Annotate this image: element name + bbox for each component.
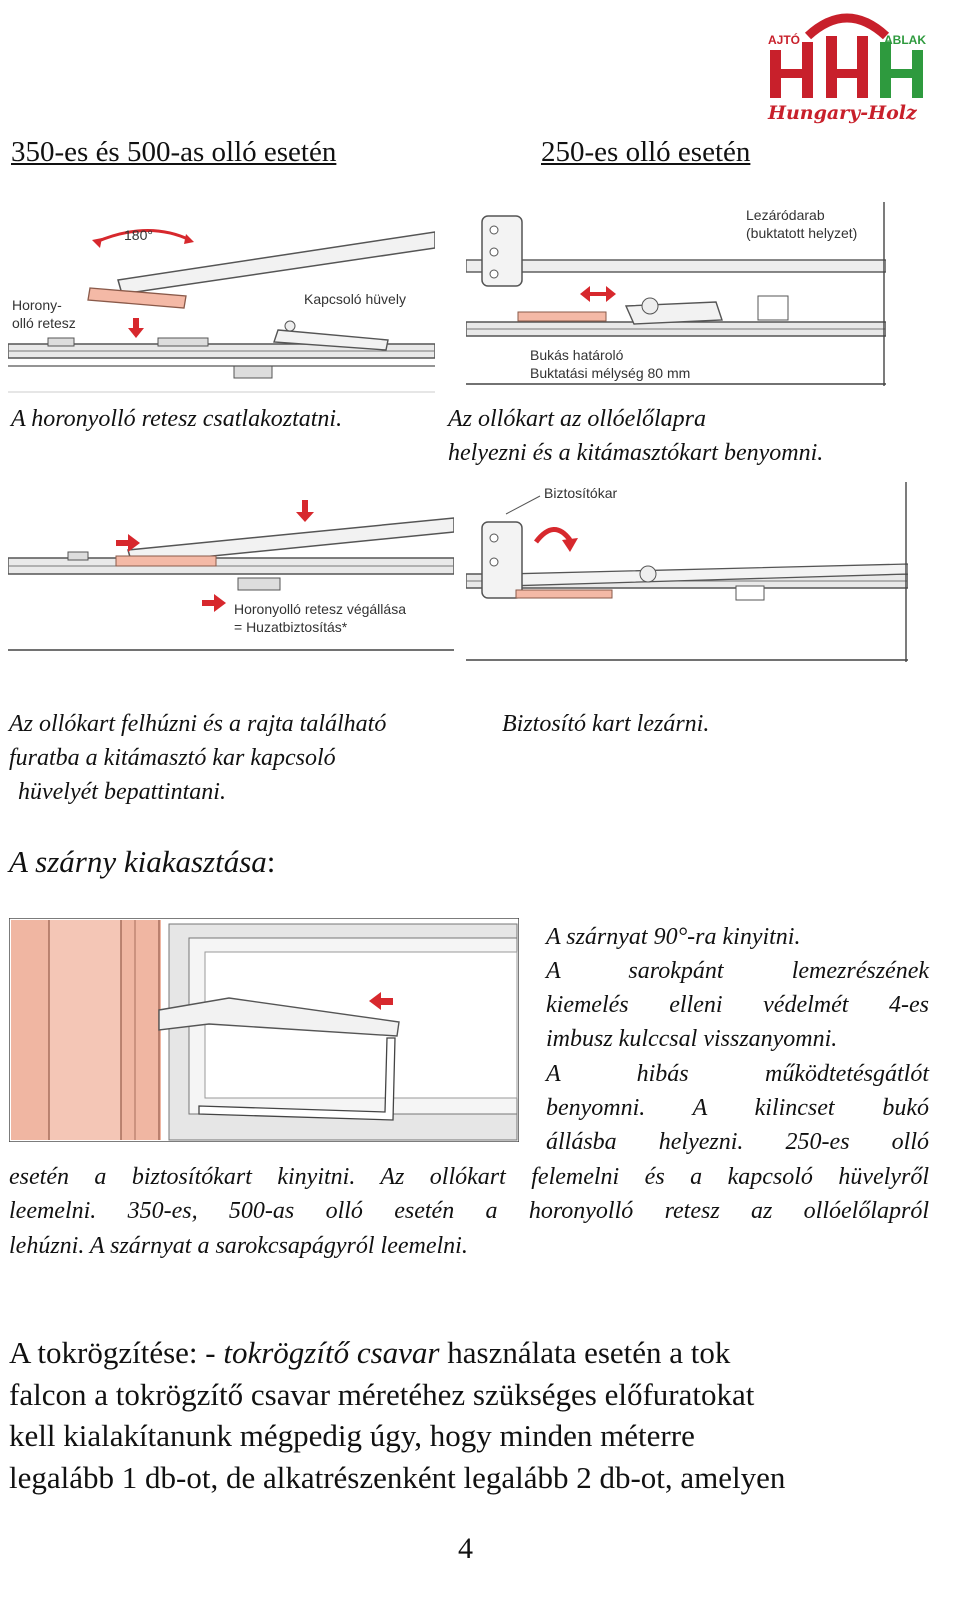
caption-felhuzni-line2: furatba a kitámasztó kar kapcsoló (9, 745, 336, 771)
logo-right-word: ABLAK (884, 33, 926, 47)
caption-retesz-text: A horonyolló retesz csatlakoztatni. (11, 406, 343, 432)
section-title-colon: : (266, 844, 276, 879)
caption-ollokart-line1: Az ollókart az ollóelőlapra (448, 406, 706, 432)
bottom-line-4: legalább 1 db-ot, de alkatrészenként leg… (9, 1460, 786, 1495)
bottom-line-1-c: használata esetén a tok (439, 1335, 731, 1370)
instruction-line-9: leemelni. 350-es, 500-as olló esetén a h… (9, 1198, 929, 1224)
caption-felhuzni-line3: hüvelyét bepattintani. (18, 779, 226, 805)
bottom-line-1-a: A tokrögzítése: - (9, 1335, 224, 1370)
figure-huzatbiztositas: Horonyolló retesz végállása= Huzatbiztos… (8, 486, 454, 652)
caption-felhuzni-line1: Az ollókart felhúzni és a rajta találhat… (9, 711, 387, 737)
fig2-label-top: Lezáródarab(buktatott helyzet) (746, 207, 857, 241)
bottom-line-3: kell kialakítanunk mégpedig úgy, hogy mi… (9, 1418, 695, 1453)
figure-biztositokar: Biztosítókar (466, 482, 908, 662)
fig1-label-right: Kapcsoló hüvely (304, 291, 406, 307)
instruction-line-10: lehúzni. A szárnyat a sarokcsapágyról le… (9, 1233, 468, 1259)
fig4-label: Biztosítókar (544, 485, 617, 501)
instruction-line-7: állásba helyezni. 250-es olló (546, 1129, 929, 1155)
instruction-line-4: imbusz kulccsal visszanyomni. (546, 1026, 838, 1052)
fig1-label-left: Horony-olló retesz (12, 297, 76, 331)
caption-ollokart-line2: helyezni és a kitámasztókart benyomni. (448, 440, 824, 466)
section-title-text: A szárny kiakasztása (9, 844, 267, 879)
instruction-line-2: A sarokpánt lemezrészének (546, 958, 929, 984)
fig3-label: Horonyolló retesz végállása= Huzatbiztos… (234, 601, 406, 635)
instruction-line-3: kiemelés elleni védelmét 4-es (546, 992, 929, 1018)
instruction-line-6: benyomni. A kilincset bukó (546, 1095, 929, 1121)
logo-left-word: AJTÓ (768, 32, 800, 47)
logo-brand-text: Hungary-Holz (767, 102, 918, 124)
figure-horonyollo-retesz: 180° Horony-olló retesz Kapcsoló hüvely (8, 214, 435, 394)
section-title: A szárny kiakasztása: (9, 844, 275, 880)
bottom-line-1-b: tokrögzítő csavar (223, 1335, 440, 1370)
caption-retesz: A horonyolló retesz csatlakoztatni. (11, 402, 342, 436)
company-logo: AJTÓ ABLAK Hungary-Holz (762, 6, 932, 128)
logo-mark-icon: AJTÓ ABLAK Hungary-Holz (767, 13, 926, 124)
heading-350-500: 350-es és 500-as olló esetén (11, 136, 337, 168)
instruction-line-5: A hibás működtetésgátlót (546, 1061, 929, 1087)
bottom-line-1: A tokrögzítése: - tokrögzítő csavar hasz… (9, 1332, 730, 1374)
instruction-line-1: A szárnyat 90°-ra kinyitni. (546, 924, 801, 950)
page-number: 4 (458, 1532, 473, 1565)
fig1-angle: 180° (124, 227, 153, 243)
bottom-line-2: falcon a tokrögzítő csavar méretéhez szü… (9, 1377, 755, 1412)
heading-250: 250-es olló esetén (541, 136, 751, 168)
instruction-line-8: esetén a biztosítókart kinyitni. Az olló… (9, 1164, 929, 1190)
figure-ollo-eloalap: Lezáródarab(buktatott helyzet) Bukás hat… (466, 202, 886, 386)
caption-biztosito-kar: Biztosító kart lezárni. (502, 711, 710, 737)
figure-szarny-kiakasztas (9, 918, 519, 1142)
